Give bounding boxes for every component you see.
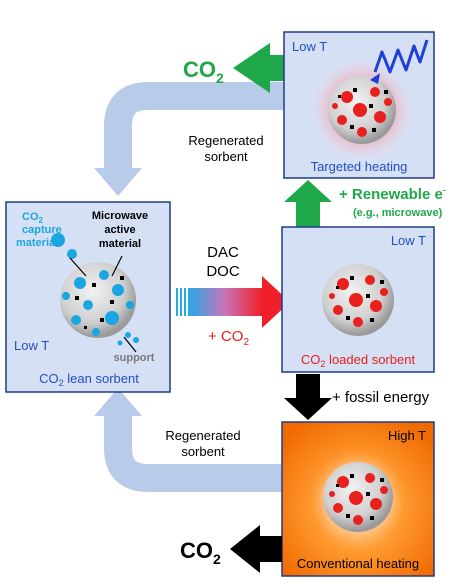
targeted-temp-label: Low T <box>292 39 327 54</box>
capture-pointer <box>69 257 87 277</box>
black-particles <box>338 88 388 132</box>
conventional-temp-label: High T <box>388 428 426 443</box>
renewable-label: + Renewable e- <box>339 185 446 203</box>
targeted-heating-box <box>283 31 435 179</box>
co2-lean-sorbent-box <box>5 201 171 393</box>
microwave-label-1: Microwave <box>92 210 148 222</box>
loaded-sorbent-caption: CO2 loaded sorbent <box>301 352 416 369</box>
lean-temp-label: Low T <box>14 338 49 353</box>
capture-label-3: material <box>16 237 58 249</box>
capture-label-1: CO2 <box>22 211 44 225</box>
regen-bottom-label-2: sorbent <box>181 444 225 459</box>
black-particles <box>336 276 384 322</box>
red-particles <box>329 473 388 525</box>
support-label: support <box>114 352 155 364</box>
dac-label: DAC <box>207 244 239 261</box>
fossil-label: + fossil energy <box>332 389 430 406</box>
co2-top-label: CO2 <box>183 57 224 86</box>
co2-release-black-arrow <box>230 525 282 573</box>
microwave-label-2: active <box>104 224 135 236</box>
conventional-heating-caption: Conventional heating <box>297 556 419 571</box>
red-particles <box>329 275 388 327</box>
capture-gradient-arrow <box>176 276 290 328</box>
microwave-wave-icon <box>373 39 429 74</box>
regenerated-sorbent-bottom-arrow <box>94 388 282 492</box>
capture-label-2: capture <box>22 224 62 236</box>
microwave-note: (e.g., microwave) <box>353 207 443 219</box>
co2-bottom-label: CO2 <box>180 538 221 567</box>
regen-top-label-2: sorbent <box>204 149 248 164</box>
support-pointer <box>123 336 137 353</box>
targeted-heating-caption: Targeted heating <box>311 159 408 174</box>
regenerated-sorbent-top-arrow <box>94 82 285 196</box>
regen-bottom-label-1: Regenerated <box>165 428 240 443</box>
black-particles <box>75 276 124 329</box>
lean-sorbent-caption: CO2 lean sorbent <box>39 371 139 388</box>
fossil-energy-black-arrow <box>284 374 332 420</box>
co2-loaded-sorbent-box <box>281 226 435 373</box>
regen-top-label-1: Regenerated <box>188 133 263 148</box>
renewable-energy-green-arrow <box>284 180 332 230</box>
microwave-pointer <box>111 255 123 277</box>
microwave-label-3: material <box>99 238 141 250</box>
black-particles <box>336 474 384 520</box>
red-particles <box>332 87 392 137</box>
cyan-particles <box>51 233 139 346</box>
conventional-heating-box <box>281 421 435 577</box>
plus-co2-label: + CO2 <box>208 328 249 348</box>
sorbent-sphere <box>60 262 136 338</box>
loaded-temp-label: Low T <box>391 233 426 248</box>
doc-label: DOC <box>206 263 240 280</box>
